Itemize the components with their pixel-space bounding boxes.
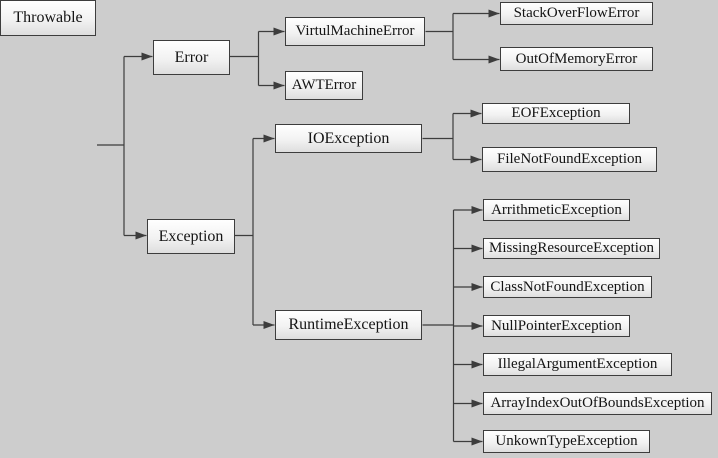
node-eof-exception: EOFException [482, 103, 630, 124]
node-awt-error: AWTError [285, 71, 363, 100]
node-array-index-out-of-bounds-exception: ArrayIndexOutOfBoundsException [483, 392, 712, 415]
node-class-not-found-exception: ClassNotFoundException [483, 276, 652, 298]
node-missing-resource-exception: MissingResourceException [483, 238, 660, 259]
node-stack-overflow-error: StackOverFlowError [500, 2, 653, 25]
node-arithmetic-exception: ArrithmeticException [483, 199, 630, 221]
node-throwable: Throwable [0, 0, 96, 36]
node-error: Error [153, 40, 230, 75]
node-virtual-machine-error: VirtulMachineError [285, 17, 425, 46]
node-exception: Exception [147, 219, 235, 254]
node-unkown-type-exception: UnkownTypeException [483, 430, 650, 453]
node-null-pointer-exception: NullPointerException [483, 315, 630, 337]
arrow-branches [124, 9, 500, 446]
node-runtime-exception: RuntimeException [275, 310, 422, 340]
node-file-not-found-exception: FileNotFoundException [482, 147, 657, 172]
trunk-lines [97, 13, 455, 442]
node-illegal-argument-exception: IllegalArgumentException [483, 353, 672, 376]
node-io-exception: IOException [275, 124, 422, 153]
node-out-of-memory-error: OutOfMemoryError [500, 47, 653, 71]
